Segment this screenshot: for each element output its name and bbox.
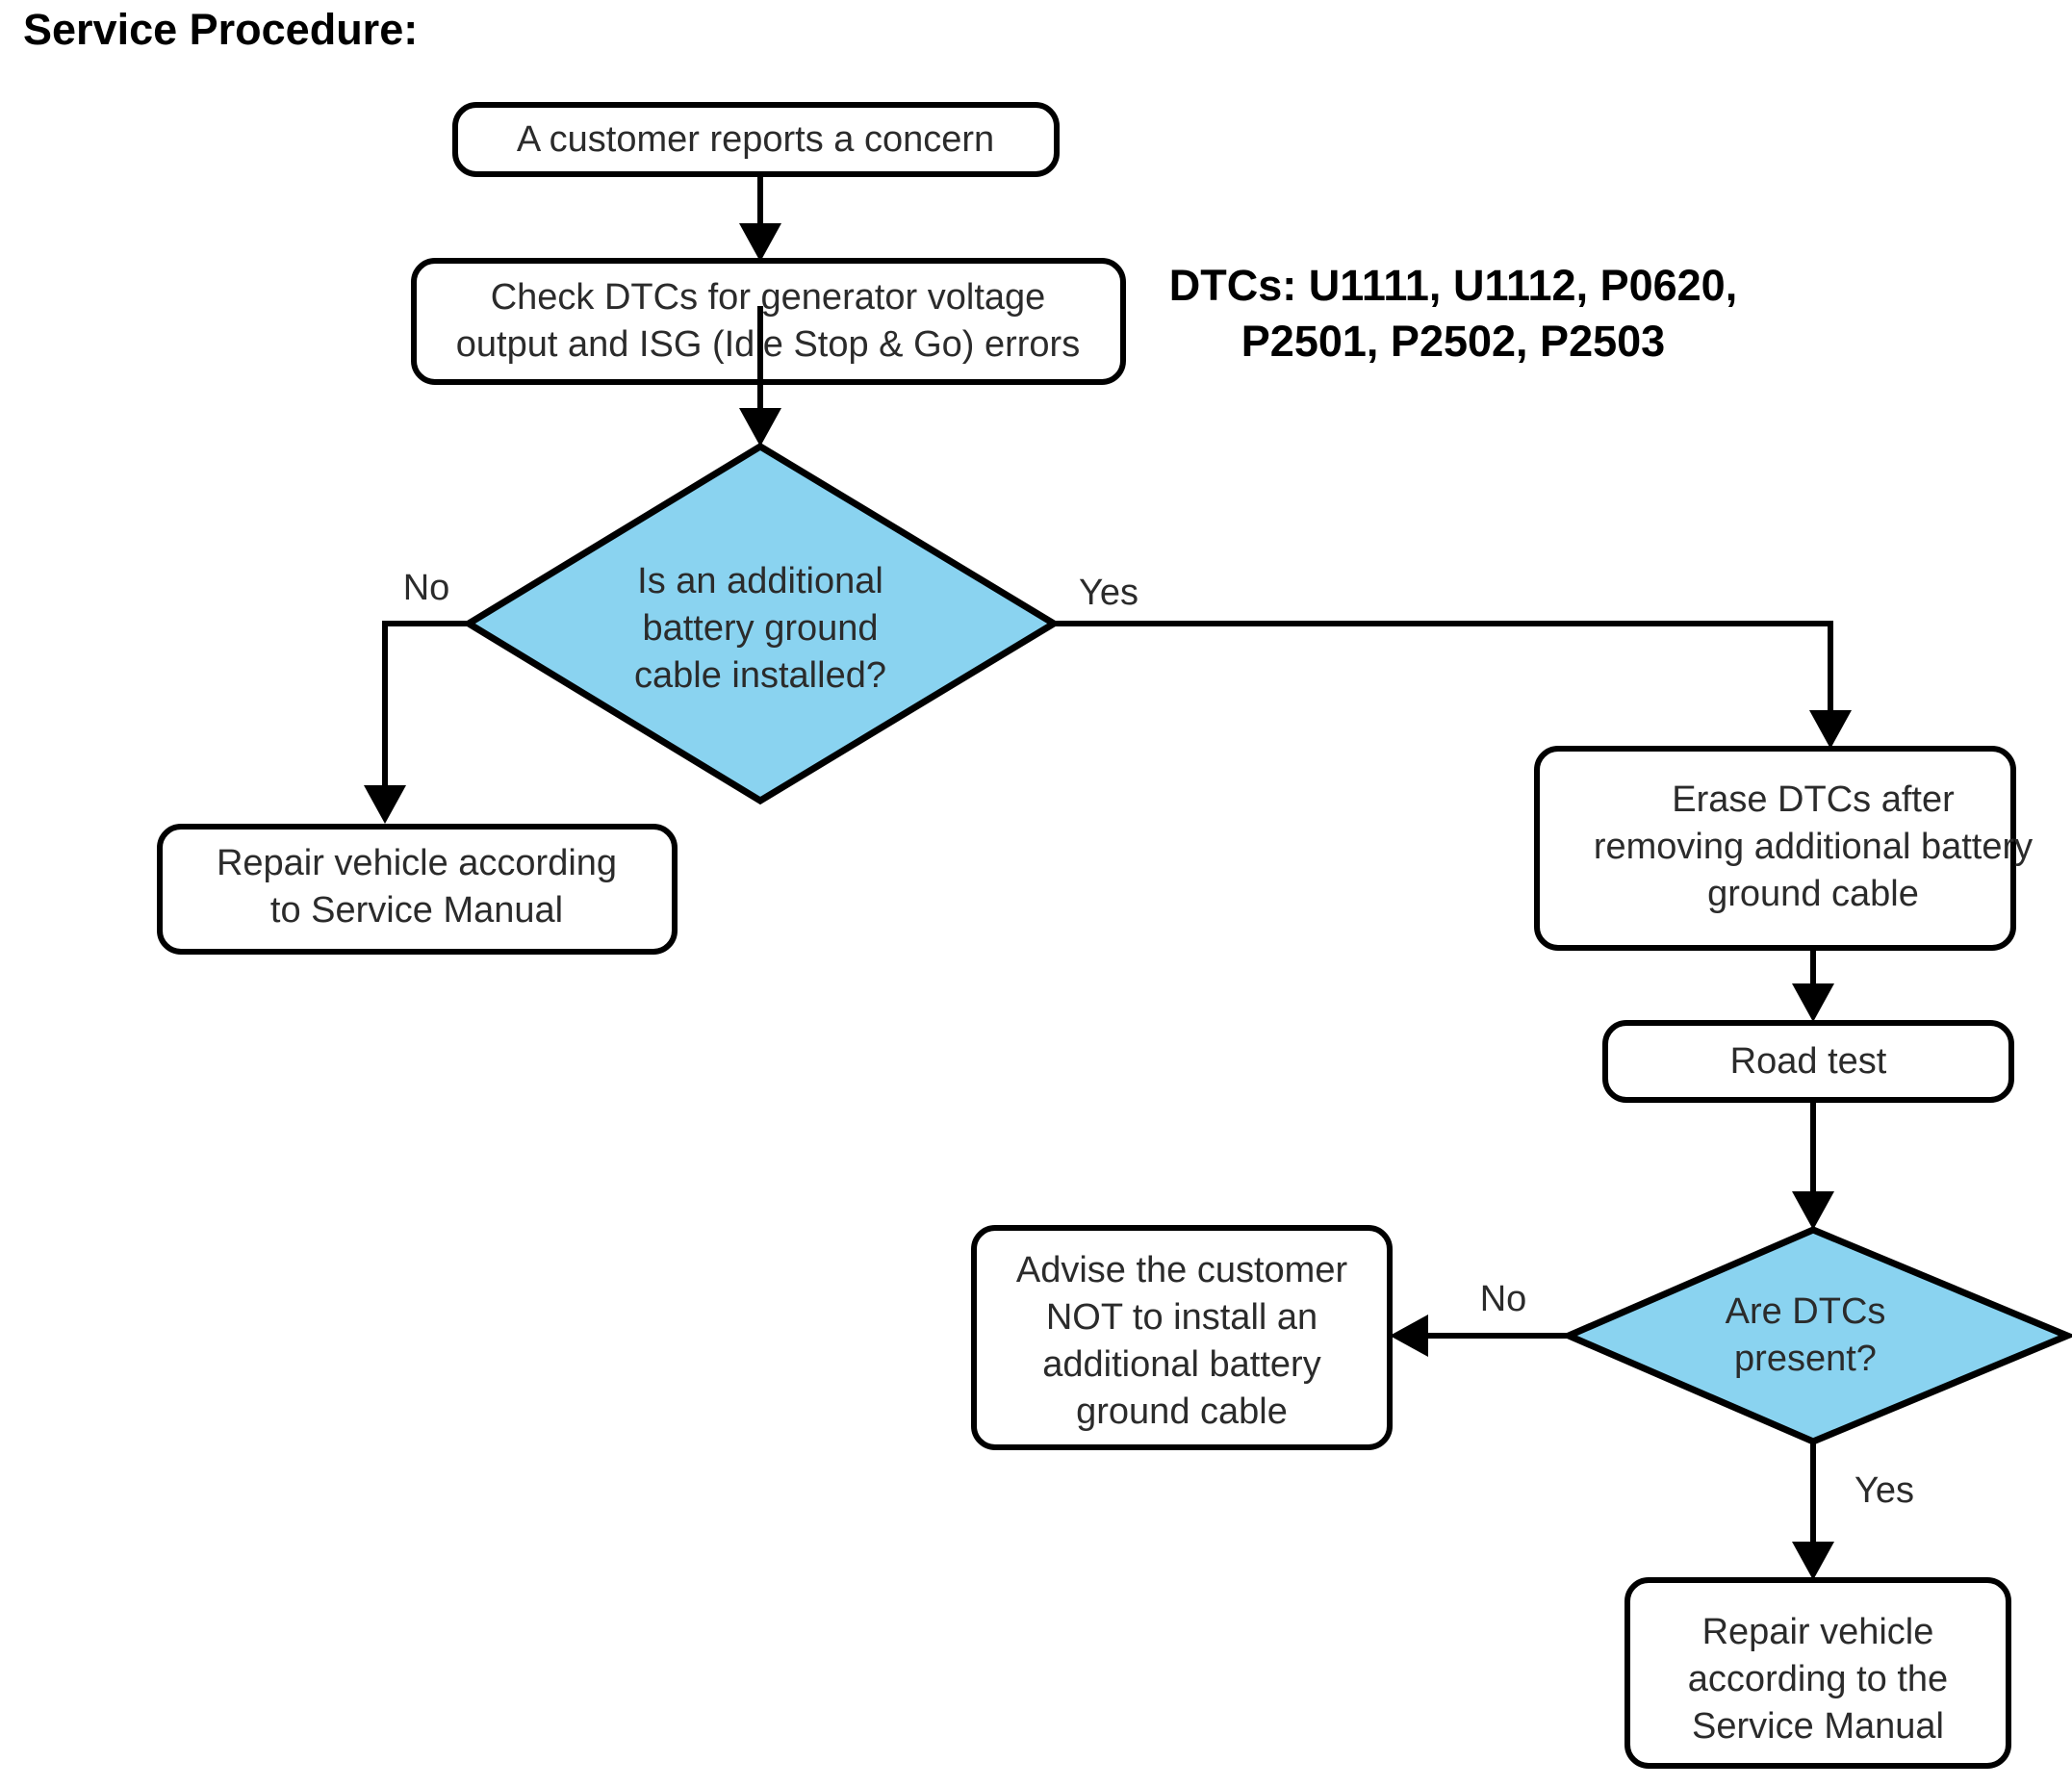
edge-label-ground-cable-no: No (403, 568, 450, 608)
node-decision-ground-cable[interactable]: Is an additional battery ground cable in… (462, 442, 1061, 805)
dtc-annotation-line-2: P2501, P2502, P2503 (1241, 317, 1665, 366)
node-decision-dtcs-present[interactable]: Are DTCs present? (1560, 1226, 2072, 1445)
node-start-label-line-1: A customer reports a concern (517, 119, 994, 160)
node-repair-bottom-label-line-1: Repair vehicle (1702, 1612, 1934, 1652)
node-repair-left-label-line-1: Repair vehicle according (217, 843, 617, 883)
node-decision-dtcs-present-shape[interactable] (1560, 1226, 2072, 1445)
connector-check-dtcs-to-decision-ground-cable (739, 306, 781, 447)
node-advise-customer-label-line-1: Advise the customer (1016, 1250, 1348, 1290)
arrow-head-icon (364, 785, 406, 824)
connector-dtcs-present-no: No (1390, 1279, 1569, 1357)
edge-label-dtcs-present-no: No (1480, 1279, 1527, 1319)
node-check-dtcs-label-line-1: Check DTCs for generator voltage (491, 277, 1046, 318)
node-repair-bottom-label-line-2: according to the (1688, 1659, 1948, 1699)
node-repair-left-shape[interactable] (157, 824, 678, 955)
node-erase-dtcs-label-line-3: ground cable (1707, 874, 1919, 914)
node-decision-ground-cable-label-line-2: battery ground (642, 608, 878, 649)
arrow-head-icon (739, 223, 781, 262)
node-decision-ground-cable-label-line-3: cable installed? (634, 655, 886, 696)
node-erase-dtcs-label-line-2: removing additional battery (1594, 827, 2033, 867)
node-start[interactable]: A customer reports a concern (452, 102, 1060, 177)
arrow-head-icon (739, 408, 781, 447)
connector-erase-dtcs-to-road-test (1792, 948, 1834, 1022)
connector-start-to-check-dtcs (739, 174, 781, 262)
arrow-head-icon (1792, 1191, 1834, 1230)
node-check-dtcs-label-line-2: output and ISG (Idle Stop & Go) errors (456, 324, 1080, 365)
arrow-head-icon (1390, 1315, 1428, 1357)
edge-label-ground-cable-yes: Yes (1079, 573, 1138, 613)
node-check-dtcs-shape[interactable] (411, 258, 1126, 385)
node-decision-dtcs-present-label-line-2: present? (1734, 1339, 1877, 1379)
dtc-annotation: DTCs: U1111, U1112, P0620, P2501, P2502,… (1169, 261, 1737, 366)
node-check-dtcs[interactable]: Check DTCs for generator voltage output … (411, 258, 1126, 385)
node-advise-customer-shape[interactable] (971, 1225, 1393, 1450)
page-title: Service Procedure: (23, 5, 418, 54)
node-road-test-label-line-1: Road test (1730, 1041, 1887, 1082)
node-decision-ground-cable-shape[interactable] (462, 442, 1061, 805)
connector-ground-cable-yes: Yes (1054, 573, 1852, 749)
node-repair-bottom-label-line-3: Service Manual (1692, 1706, 1944, 1747)
node-decision-dtcs-present-label-line-1: Are DTCs (1726, 1291, 1886, 1332)
node-advise-customer[interactable]: Advise the customer NOT to install an ad… (971, 1225, 1393, 1450)
arrow-head-icon (1792, 983, 1834, 1022)
node-decision-ground-cable-label-line-1: Is an additional (637, 561, 883, 601)
dtc-annotation-line-1: DTCs: U1111, U1112, P0620, (1169, 261, 1737, 310)
edge-label-dtcs-present-yes: Yes (1855, 1470, 1914, 1511)
arrow-head-icon (1792, 1542, 1834, 1580)
node-advise-customer-label-line-2: NOT to install an (1046, 1297, 1317, 1338)
node-repair-bottom-shape[interactable] (1624, 1577, 2011, 1769)
node-erase-dtcs-shape[interactable] (1534, 746, 2016, 951)
arrow-head-icon (1809, 710, 1852, 749)
node-erase-dtcs-label-line-1: Erase DTCs after (1672, 779, 1955, 820)
node-advise-customer-label-line-3: additional battery (1042, 1344, 1320, 1385)
node-repair-left-label-line-2: to Service Manual (270, 890, 563, 931)
connector-dtcs-present-yes: Yes (1792, 1442, 1914, 1580)
node-advise-customer-label-line-4: ground cable (1076, 1391, 1288, 1432)
node-road-test-shape[interactable] (1602, 1020, 2014, 1103)
node-start-shape[interactable] (452, 102, 1060, 177)
connector-ground-cable-no: No (364, 568, 469, 824)
node-repair-left[interactable]: Repair vehicle according to Service Manu… (157, 824, 678, 955)
node-erase-dtcs[interactable]: Erase DTCs after removing additional bat… (1534, 746, 2033, 951)
node-road-test[interactable]: Road test (1602, 1020, 2014, 1103)
node-repair-bottom[interactable]: Repair vehicle according to the Service … (1624, 1577, 2011, 1769)
connector-road-test-to-decision-dtcs-present (1792, 1100, 1834, 1230)
